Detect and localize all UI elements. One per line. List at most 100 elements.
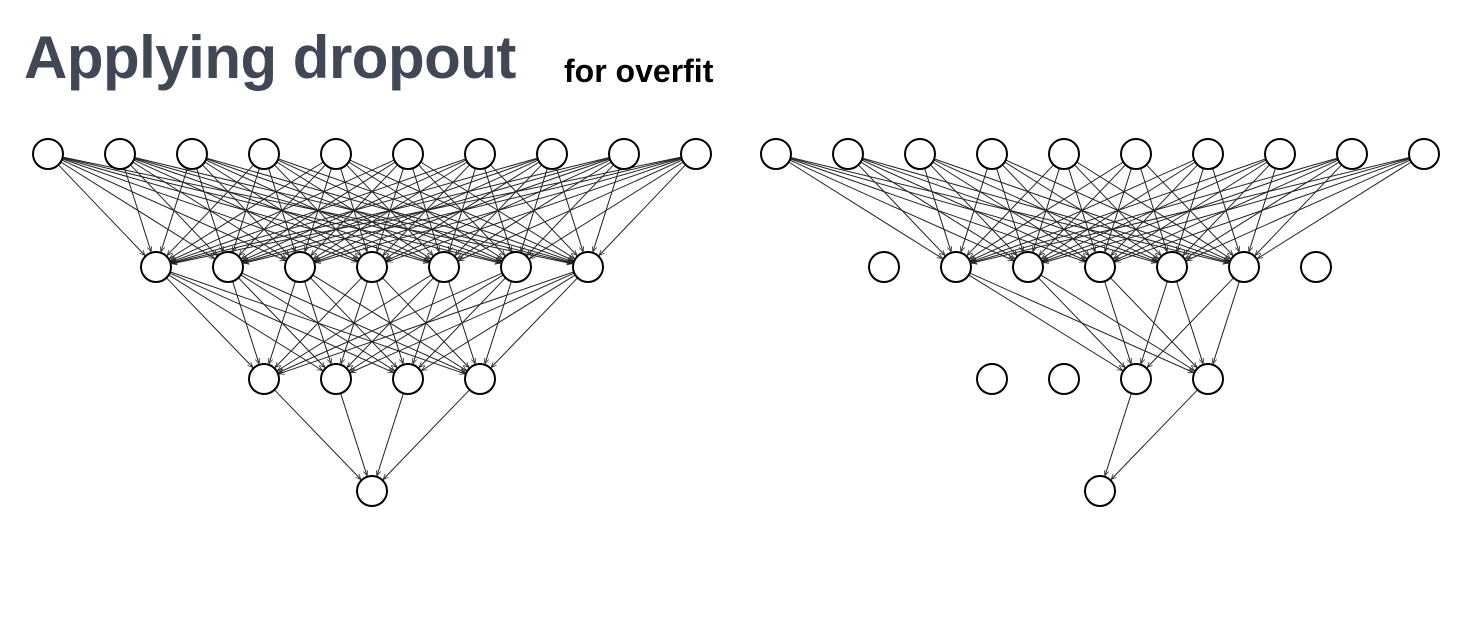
connection-edge [124, 168, 152, 252]
connection-edge [968, 274, 1123, 371]
connection-edge [599, 164, 686, 256]
page-title: Applying dropout [24, 24, 516, 91]
connection-edge [1141, 281, 1168, 364]
connection-edge [274, 389, 361, 480]
connection-edge [269, 281, 296, 364]
neuron-node [832, 138, 864, 170]
connection-edge [170, 161, 324, 259]
neuron-node [760, 138, 792, 170]
neuron-node [1408, 138, 1440, 170]
connection-edge [387, 158, 682, 262]
connection-edge [961, 168, 988, 252]
connection-edge [166, 277, 253, 368]
neuron-node [32, 138, 64, 170]
connection-edge [58, 164, 144, 256]
connection-edge [1115, 158, 1410, 262]
neuron-node [536, 138, 568, 170]
connection-edge [788, 161, 943, 259]
neuron-node [464, 138, 496, 170]
neuron-node [940, 251, 972, 283]
neuron-node [680, 138, 712, 170]
neuron-node [284, 251, 316, 283]
connection-edge [275, 277, 362, 368]
neuron-node [356, 475, 388, 507]
neuron-node [1048, 363, 1080, 395]
connection-edge [1043, 157, 1410, 263]
neuron-node [572, 251, 604, 283]
neuron-node [1228, 251, 1260, 283]
neuron-node [1264, 138, 1296, 170]
connection-edge [491, 277, 578, 368]
neuron-node [248, 363, 280, 395]
connection-edge [971, 159, 1195, 261]
connection-edge [278, 274, 432, 371]
connection-edge [971, 158, 1266, 262]
connection-edge [351, 272, 575, 373]
connection-edge [970, 161, 1124, 259]
neuron-node [140, 251, 172, 283]
neuron-node [104, 138, 136, 170]
neuron-node [428, 251, 460, 283]
connection-edge [383, 389, 470, 480]
full-network-edges [58, 156, 686, 480]
neuron-node [868, 251, 900, 283]
neuron-node [212, 251, 244, 283]
connection-edge [172, 156, 682, 264]
connection-edge [459, 159, 683, 261]
neuron-node [1084, 251, 1116, 283]
connection-edge [972, 157, 1410, 264]
neuron-node [248, 138, 280, 170]
neuron-node [176, 138, 208, 170]
connection-edge [1147, 277, 1234, 368]
connection-edge [1213, 281, 1240, 364]
neuron-node [1300, 251, 1332, 283]
dropout-network-edges [788, 157, 1412, 480]
neuron-node [1048, 138, 1080, 170]
connection-edge [171, 157, 538, 263]
connection-edge [161, 168, 188, 252]
connection-edge [924, 168, 952, 252]
connection-edge [167, 164, 254, 256]
connection-edge [232, 281, 260, 364]
neuron-node [356, 251, 388, 283]
connection-edge [315, 157, 682, 263]
neuron-node [904, 138, 936, 170]
neuron-node [608, 138, 640, 170]
neuron-node [1012, 251, 1044, 283]
connection-edge [971, 157, 1338, 263]
neuron-node [1084, 475, 1116, 507]
neuron-node [1120, 363, 1152, 395]
connection-edge [967, 164, 1054, 256]
full-network [32, 138, 712, 507]
neuron-node [976, 138, 1008, 170]
neuron-node [392, 138, 424, 170]
neuron-node [320, 363, 352, 395]
neuron-node [464, 363, 496, 395]
connection-edge [422, 274, 576, 371]
connection-edge [1105, 393, 1132, 476]
connection-edge [1104, 281, 1132, 364]
neuron-node [392, 363, 424, 395]
connection-edge [279, 272, 503, 373]
neuron-node [1192, 138, 1224, 170]
connection-edge [1038, 277, 1125, 368]
page-subtitle: for overfit [564, 53, 714, 89]
full-network-nodes [32, 138, 712, 507]
connection-edge [858, 164, 945, 256]
connection-edge [172, 157, 610, 264]
neuron-node [1336, 138, 1368, 170]
connection-edge [279, 271, 574, 374]
connection-edge [171, 158, 466, 262]
dropout-network-nodes [760, 138, 1440, 507]
connection-edge [530, 161, 684, 259]
connection-edge [340, 393, 368, 476]
connection-edge [1111, 389, 1198, 480]
connection-edge [1187, 159, 1411, 261]
neuron-node [1192, 363, 1224, 395]
connection-edge [171, 159, 395, 261]
connection-edge [377, 393, 404, 476]
dropout-network [760, 138, 1440, 507]
connection-edge [244, 157, 682, 264]
neuron-node [320, 138, 352, 170]
